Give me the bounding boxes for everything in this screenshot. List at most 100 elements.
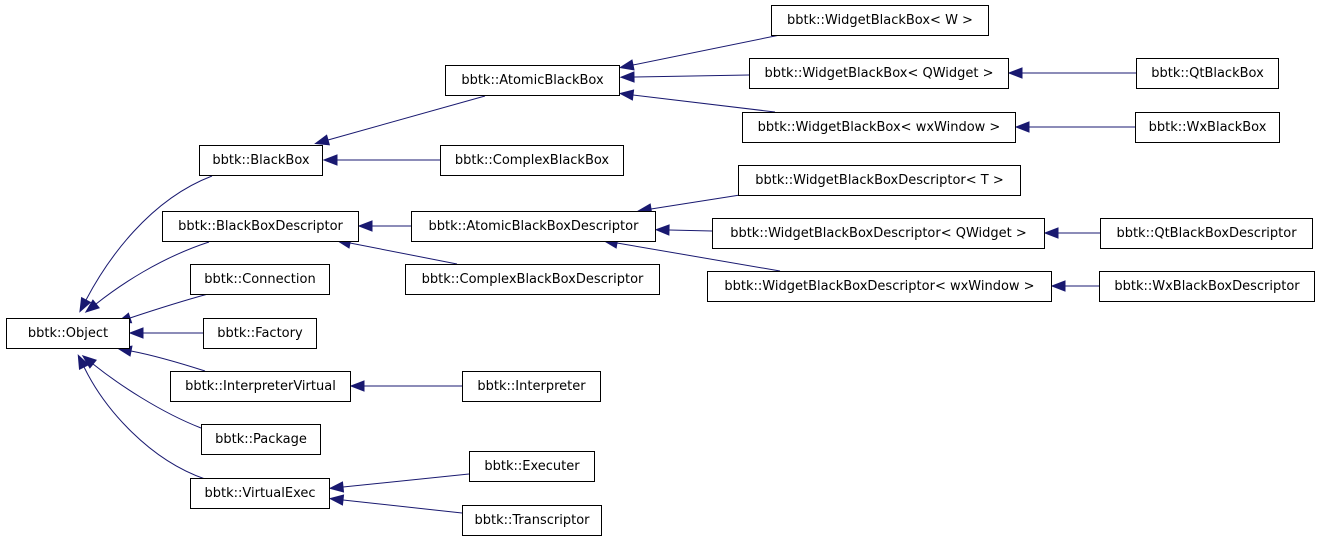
class-label: bbtk::BlackBox [212,153,310,168]
class-label: bbtk::WidgetBlackBox< W > [787,13,973,28]
edge-line [342,499,463,514]
inheritance-edge-atomic-blackbox-to-blackbox [314,95,486,146]
inheritance-edge-qt-blackbox-to-widget-bb-qwidget [1007,67,1136,79]
class-node-wx-blackbox[interactable]: bbtk::WxBlackBox [1135,112,1280,143]
inheritance-edge-transcriptor-to-virtual-exec [328,494,463,514]
inheritance-arrow-icon [357,220,373,232]
edge-line [129,293,209,319]
class-box [6,318,130,349]
class-box [411,211,656,242]
class-node-bb-descriptor[interactable]: bbtk::BlackBoxDescriptor [162,211,359,242]
edge-line [83,366,206,480]
class-label: bbtk::InterpreterVirtual [185,379,336,394]
class-node-complex-bb-descriptor[interactable]: bbtk::ComplexBlackBoxDescriptor [405,264,660,295]
class-box [199,145,323,176]
class-node-qt-bb-descriptor[interactable]: bbtk::QtBlackBoxDescriptor [1100,218,1313,249]
class-label: bbtk::ComplexBlackBoxDescriptor [422,272,644,287]
inheritance-edge-widget-bbd-qwidget-to-atomic-bb-descriptor [654,224,713,236]
inheritance-edge-wx-blackbox-to-widget-bb-wxwindow [1014,121,1135,133]
class-label: bbtk::Package [215,432,307,447]
class-label: bbtk::AtomicBlackBoxDescriptor [429,219,640,234]
class-node-virtual-exec[interactable]: bbtk::VirtualExec [190,478,330,509]
class-node-object[interactable]: bbtk::Object [6,318,130,349]
class-node-connection[interactable]: bbtk::Connection [190,264,330,295]
class-box [170,371,351,402]
inheritance-arrow-icon [128,327,144,339]
inheritance-edge-executer-to-virtual-exec [328,473,470,493]
edge-line [632,94,776,113]
class-box [712,218,1045,249]
edge-line [342,473,470,488]
class-box [190,478,330,509]
inheritance-arrow-icon [1043,227,1059,239]
inheritance-arrow-icon [349,380,365,392]
inheritance-edge-widget-bb-wxwindow-to-atomic-blackbox [618,89,776,113]
class-node-widget-bb-qwidget[interactable]: bbtk::WidgetBlackBox< QWidget > [749,58,1009,89]
inheritance-arrow-icon [314,134,331,146]
inheritance-edge-package-to-object [81,355,202,429]
class-box [190,264,330,295]
inheritance-edge-interpreter-virtual-to-object [116,345,206,372]
inheritance-edge-connection-to-object [116,293,209,324]
inheritance-arrow-icon [618,89,635,101]
edge-line [650,194,741,210]
inheritance-edge-interpreter-to-interpreter-virtual [349,380,462,392]
inheritance-arrow-icon [84,299,100,313]
inheritance-arrow-icon [322,154,338,166]
class-node-qt-blackbox[interactable]: bbtk::QtBlackBox [1136,58,1279,89]
class-node-widget-bb-wxwindow[interactable]: bbtk::WidgetBlackBox< wxWindow > [742,112,1016,143]
class-label: bbtk::WidgetBlackBoxDescriptor< QWidget … [730,226,1027,241]
inheritance-arrow-icon [77,354,90,370]
class-node-atomic-blackbox[interactable]: bbtk::AtomicBlackBox [445,65,620,96]
class-label: bbtk::WxBlackBox [1149,120,1267,135]
edge-line [95,241,210,305]
class-box [771,5,989,36]
edge-line [349,242,458,265]
edge-line [327,95,486,141]
edge-line [632,34,781,66]
class-box [742,112,1016,143]
inheritance-arrow-icon [79,296,92,313]
class-box [462,505,602,536]
class-box [201,424,321,455]
class-box [1099,271,1315,302]
class-node-interpreter-virtual[interactable]: bbtk::InterpreterVirtual [170,371,351,402]
class-label: bbtk::ComplexBlackBox [455,153,610,168]
class-node-package[interactable]: bbtk::Package [201,424,321,455]
edge-line [130,350,206,372]
class-node-atomic-bb-descriptor[interactable]: bbtk::AtomicBlackBoxDescriptor [411,211,656,242]
class-label: bbtk::VirtualExec [204,486,315,501]
inheritance-edge-qt-bb-descriptor-to-widget-bbd-qwidget [1043,227,1100,239]
inheritance-arrow-icon [619,71,635,83]
inheritance-edge-atomic-bb-descriptor-to-bb-descriptor [357,220,411,232]
class-label: bbtk::Object [28,326,108,341]
edge-line [668,229,713,232]
class-node-transcriptor[interactable]: bbtk::Transcriptor [462,505,602,536]
class-node-widget-bbd-qwidget[interactable]: bbtk::WidgetBlackBoxDescriptor< QWidget … [712,218,1045,249]
class-box [749,58,1009,89]
edge-line [616,242,781,272]
edge-line [92,363,202,429]
inheritance-arrow-icon [328,494,345,506]
class-box [162,211,359,242]
class-node-widget-bbd-wxwindow[interactable]: bbtk::WidgetBlackBoxDescriptor< wxWindow… [707,271,1052,302]
class-node-factory[interactable]: bbtk::Factory [203,318,317,349]
class-box [469,451,595,482]
class-label: bbtk::Factory [217,326,303,341]
inheritance-edge-widget-bb-w-to-atomic-blackbox [618,34,781,71]
class-node-widget-bb-w[interactable]: bbtk::WidgetBlackBox< W > [771,5,989,36]
class-node-blackbox[interactable]: bbtk::BlackBox [199,145,323,176]
class-node-widget-bbd-t[interactable]: bbtk::WidgetBlackBoxDescriptor< T > [738,165,1021,196]
class-box [738,165,1021,196]
inheritance-arrow-icon [81,355,97,369]
class-node-wx-bb-descriptor[interactable]: bbtk::WxBlackBoxDescriptor [1099,271,1315,302]
class-node-interpreter[interactable]: bbtk::Interpreter [462,371,601,402]
class-node-complex-blackbox[interactable]: bbtk::ComplexBlackBox [440,145,624,176]
class-label: bbtk::Interpreter [477,379,586,394]
class-node-executer[interactable]: bbtk::Executer [469,451,595,482]
class-label: bbtk::WidgetBlackBoxDescriptor< wxWindow… [724,279,1034,294]
class-label: bbtk::Transcriptor [475,513,591,528]
edge-line [633,74,750,78]
inheritance-edge-wx-bb-descriptor-to-widget-bbd-wxwindow [1050,280,1099,292]
